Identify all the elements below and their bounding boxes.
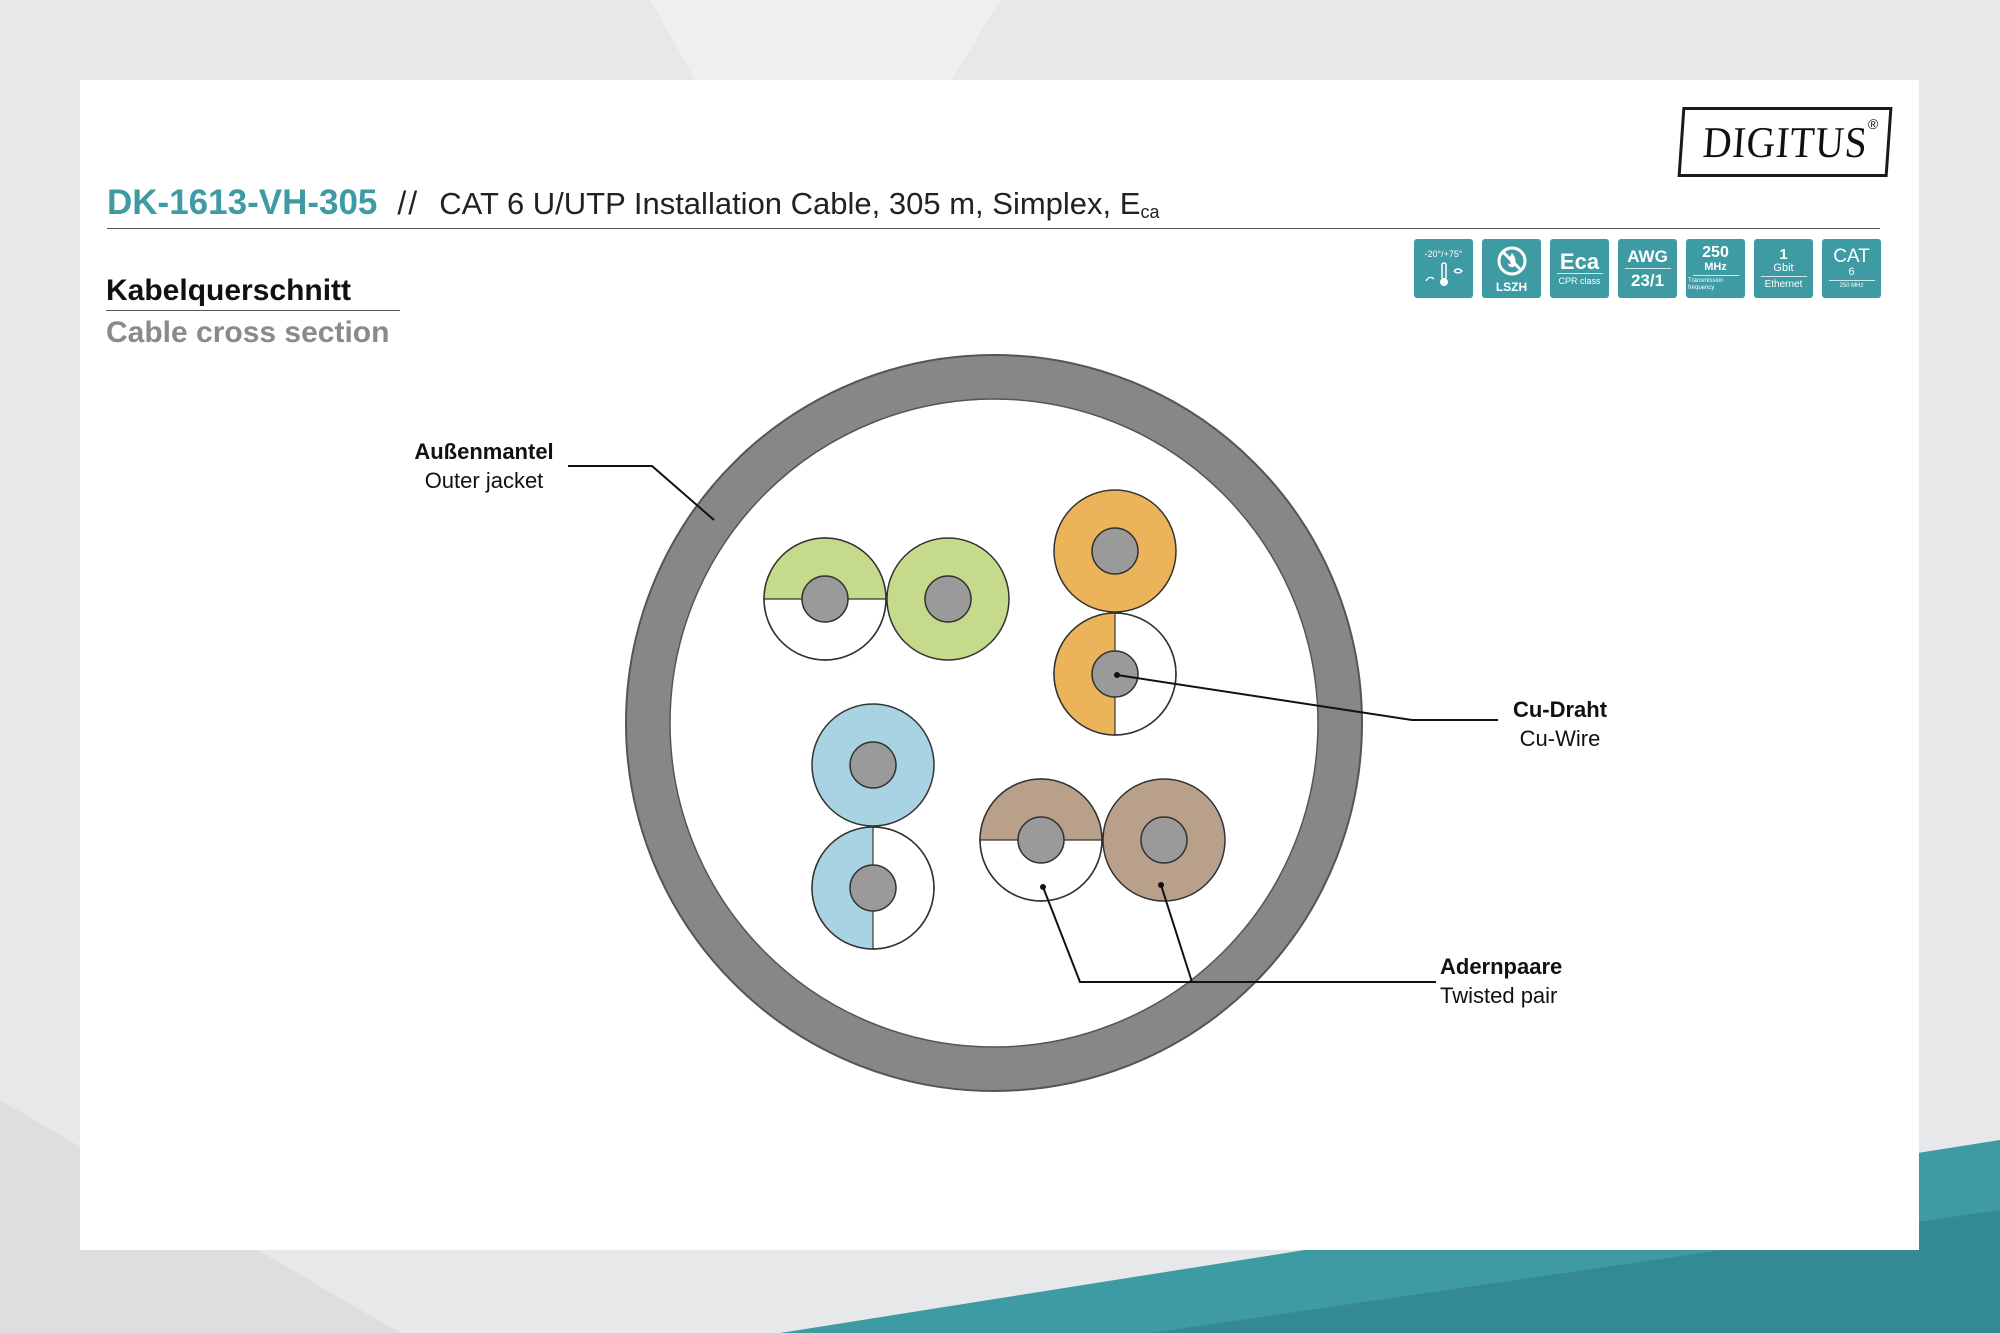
section-title-de: Kabelquerschnitt — [106, 274, 400, 311]
no-fire-halogen-icon — [1497, 246, 1526, 275]
twisted-pair-blue — [811, 703, 935, 950]
badge-awg: AWG 23/1 — [1618, 239, 1677, 298]
conductor-brown — [1102, 778, 1226, 902]
conductor-green — [886, 537, 1010, 661]
conductor-orange — [1053, 489, 1177, 613]
badge-divider — [1624, 268, 1671, 269]
badge-frequency-value: 250 — [1702, 244, 1729, 261]
copper-core — [801, 575, 849, 623]
conductor-brown-white — [979, 778, 1103, 902]
label-twisted-pair: Adernpaare Twisted pair — [1440, 952, 1580, 1010]
badge-awg-value: 23/1 — [1630, 271, 1665, 290]
copper-core — [924, 575, 972, 623]
badge-frequency-unit: MHz — [1704, 261, 1727, 273]
description-subscript: ca — [1140, 202, 1160, 222]
badge-category-label: 250 MHz — [1839, 282, 1864, 289]
feature-badges: -20°/+75° LSZH Eca CPR class AWG 23/1 25… — [1414, 239, 1881, 298]
pair-leader-dot — [1040, 884, 1046, 890]
badge-ethernet-label: Ethernet — [1764, 278, 1803, 290]
wire-leader-dot — [1114, 672, 1120, 678]
product-code: DK-1613-VH-305 — [107, 183, 378, 222]
jacket-leader-line — [568, 465, 715, 521]
copper-core — [1017, 816, 1065, 864]
label-cu-wire: Cu-Draht Cu-Wire — [1490, 695, 1630, 753]
badge-ethernet-value: 1 — [1779, 245, 1788, 263]
pair-leader-dot — [1158, 882, 1164, 888]
jacket-inner — [669, 398, 1319, 1048]
badge-category-title: CAT — [1833, 245, 1870, 267]
badge-divider — [1692, 275, 1739, 276]
conductor-green-white — [763, 537, 887, 661]
pair-leader-line-2 — [1160, 884, 1193, 983]
conductor-blue-white — [811, 826, 935, 950]
label-twisted-pair-en: Twisted pair — [1440, 983, 1558, 1008]
conductor-blue — [811, 703, 935, 827]
title-bar: DK-1613-VH-305 // CAT 6 U/UTP Installati… — [107, 183, 1880, 229]
label-outer-jacket-de: Außenmantel — [414, 439, 554, 464]
badge-ethernet-unit: Gbit — [1773, 261, 1794, 274]
twisted-pair-green — [763, 537, 1010, 661]
badge-cpr-class: Eca CPR class — [1550, 239, 1609, 298]
label-twisted-pair-de: Adernpaare — [1440, 954, 1563, 979]
twisted-pair-brown — [979, 778, 1226, 902]
label-cu-wire-en: Cu-Wire — [1519, 726, 1601, 751]
badge-category-value: 6 — [1848, 265, 1855, 278]
copper-core — [1140, 816, 1188, 864]
wire-leader-line — [1116, 674, 1498, 721]
pair-leader-line-1 — [1042, 886, 1436, 983]
badge-divider — [1760, 275, 1807, 277]
badge-ethernet: 1 Gbit Ethernet — [1754, 239, 1813, 298]
badge-lszh: LSZH — [1482, 239, 1541, 298]
description-text: CAT 6 U/UTP Installation Cable, 305 m, S… — [439, 186, 1141, 221]
badge-divider — [1828, 279, 1875, 281]
copper-core — [849, 741, 897, 789]
badge-divider — [1556, 272, 1603, 274]
badge-temperature-range: -20°/+75° — [1424, 248, 1463, 259]
label-outer-jacket-en: Outer jacket — [424, 468, 544, 493]
copper-core — [849, 864, 897, 912]
badge-cpr-value: Eca — [1559, 248, 1600, 274]
badge-awg-title: AWG — [1627, 247, 1668, 266]
product-description: CAT 6 U/UTP Installation Cable, 305 m, S… — [439, 186, 1159, 223]
label-outer-jacket: Außenmantel Outer jacket — [398, 437, 570, 495]
section-title-en: Cable cross section — [106, 316, 390, 349]
badge-frequency-label: Transmission frequency — [1688, 278, 1724, 291]
badge-category: CAT 6 250 MHz — [1822, 239, 1881, 298]
badge-temperature: -20°/+75° — [1414, 239, 1473, 298]
label-cu-wire-de: Cu-Draht — [1512, 697, 1608, 722]
copper-core — [1091, 527, 1139, 575]
badge-frequency: 250 MHz Transmission frequency — [1686, 239, 1745, 298]
badge-lszh-label: LSZH — [1495, 279, 1528, 294]
temperature-weather-icon — [1424, 261, 1463, 286]
title-separator: // — [397, 185, 420, 221]
badge-cpr-label: CPR class — [1558, 275, 1601, 286]
